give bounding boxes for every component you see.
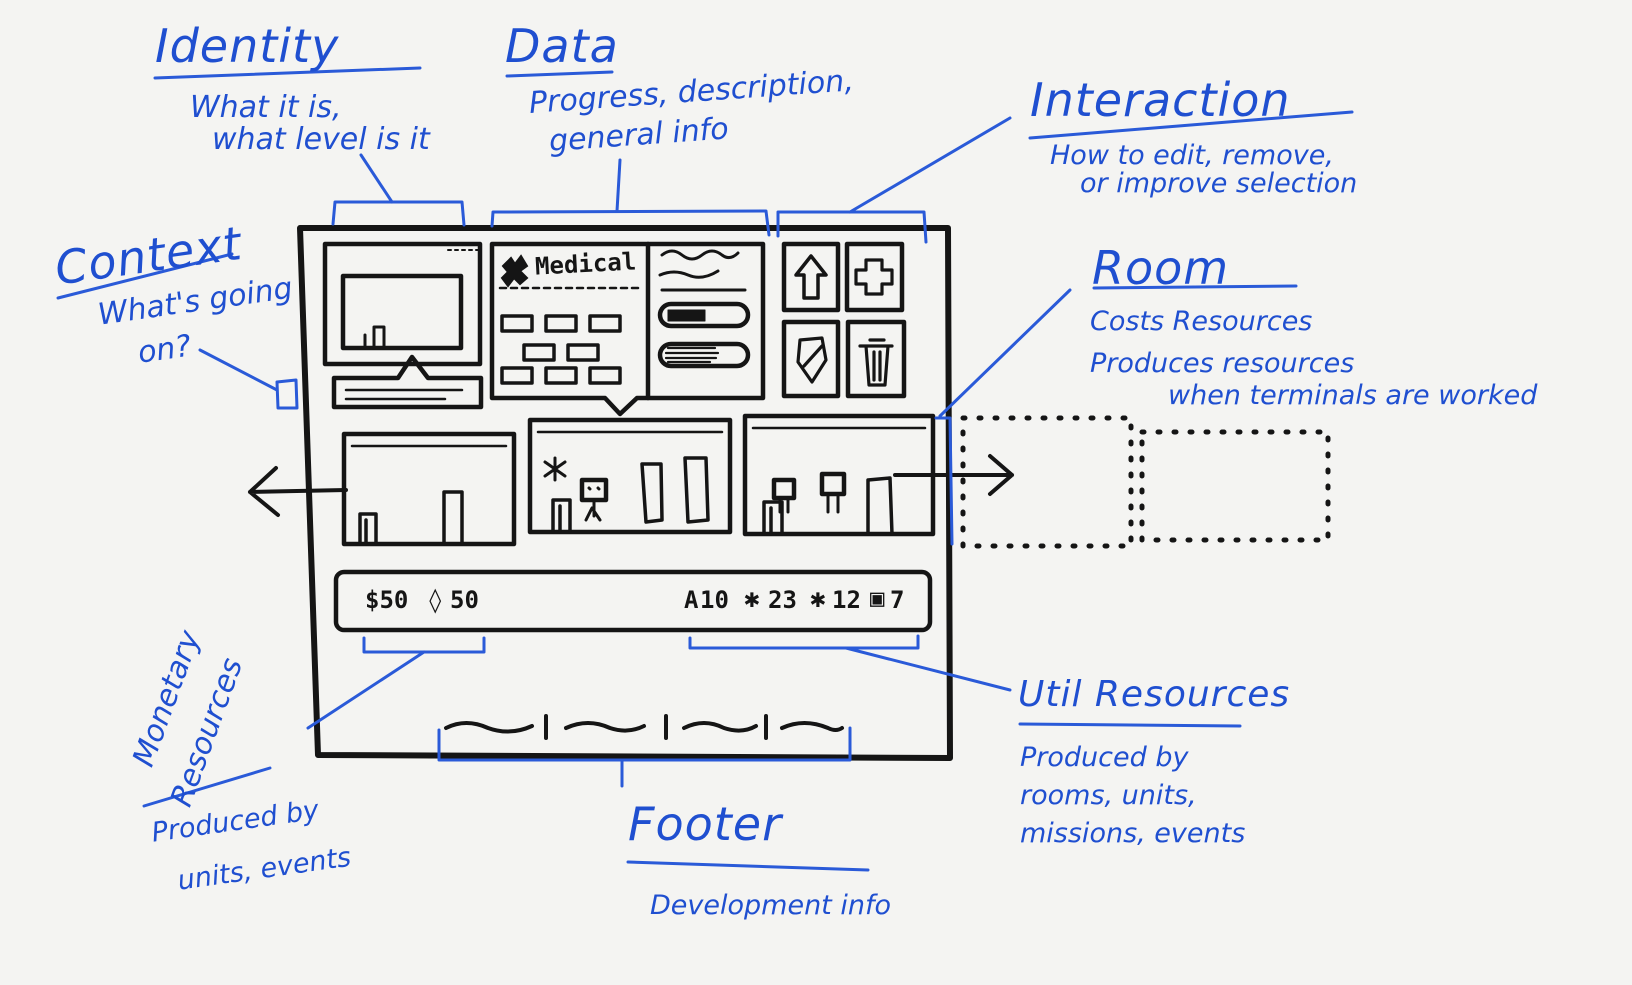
- util-a-readout: 10: [700, 586, 729, 614]
- room-note-3: when terminals are worked: [1168, 380, 1538, 411]
- interaction-note-1: How to edit, remove,: [1050, 140, 1334, 171]
- room-note-1: Costs Resources: [1090, 306, 1313, 337]
- identity-note-1: What it is,: [190, 90, 342, 125]
- selection-label: Medical: [534, 247, 637, 281]
- upgrade-button: [781, 241, 841, 313]
- offscreen-room-1: [960, 415, 1134, 549]
- util-c-readout: 12: [832, 586, 861, 614]
- remove-button: [845, 319, 907, 399]
- data-panel: [489, 241, 766, 417]
- data-description-scribble: [658, 249, 747, 292]
- util-d-icon: ▣: [870, 584, 885, 612]
- room-title: Room: [1092, 241, 1230, 295]
- worker-unit: [579, 477, 609, 503]
- util-note-2: rooms, units,: [1020, 780, 1197, 811]
- util-title: Util Resources: [1018, 674, 1291, 715]
- worker-unit-2: [819, 471, 847, 497]
- deny-button: [781, 319, 841, 399]
- util-c-icon: ✱: [810, 584, 826, 614]
- progress-bar-2: [657, 341, 751, 369]
- room-asterisk-icon: [543, 456, 567, 482]
- medical-asterisk-icon: [500, 254, 529, 288]
- block-icon: [796, 336, 828, 384]
- up-arrow-icon: [794, 254, 828, 300]
- trash-icon: [858, 338, 894, 387]
- scroll-left-arrow: [248, 466, 348, 517]
- interaction-title: Interaction: [1030, 73, 1291, 127]
- plus-icon: [854, 258, 894, 296]
- util-b-icon: ✱: [744, 584, 760, 614]
- gem-readout: 50: [450, 586, 479, 614]
- room-middle: [527, 417, 733, 535]
- util-note-3: missions, events: [1020, 818, 1246, 849]
- footer-title: Footer: [628, 797, 782, 851]
- screen-frame: [297, 225, 953, 761]
- room-note-2: Produces resources: [1090, 348, 1355, 379]
- progress-bar-1: [657, 301, 751, 329]
- cash-readout: $50: [365, 586, 409, 614]
- resource-bar: [333, 569, 933, 633]
- util-note-1: Produced by: [1020, 742, 1189, 773]
- offscreen-room-2: [1139, 429, 1331, 543]
- util-d-readout: 7: [890, 586, 905, 614]
- gem-icon: ◊: [428, 586, 443, 614]
- room-left: [341, 431, 517, 547]
- scroll-right-arrow: [893, 454, 1014, 496]
- interaction-note-2: or improve selection: [1080, 168, 1358, 199]
- identity-panel: [322, 241, 483, 367]
- identity-note-2: what level is it: [212, 122, 430, 157]
- identity-preview: [340, 273, 464, 351]
- data-title: Data: [505, 19, 619, 73]
- util-b-readout: 23: [768, 586, 797, 614]
- context-note-2: on?: [135, 328, 194, 371]
- footer-scribble: [444, 714, 844, 740]
- footer-note: Development info: [650, 890, 891, 921]
- util-a-icon: A: [684, 586, 699, 614]
- identity-title: Identity: [155, 19, 340, 73]
- heal-button: [844, 241, 905, 313]
- context-bar: [331, 354, 484, 410]
